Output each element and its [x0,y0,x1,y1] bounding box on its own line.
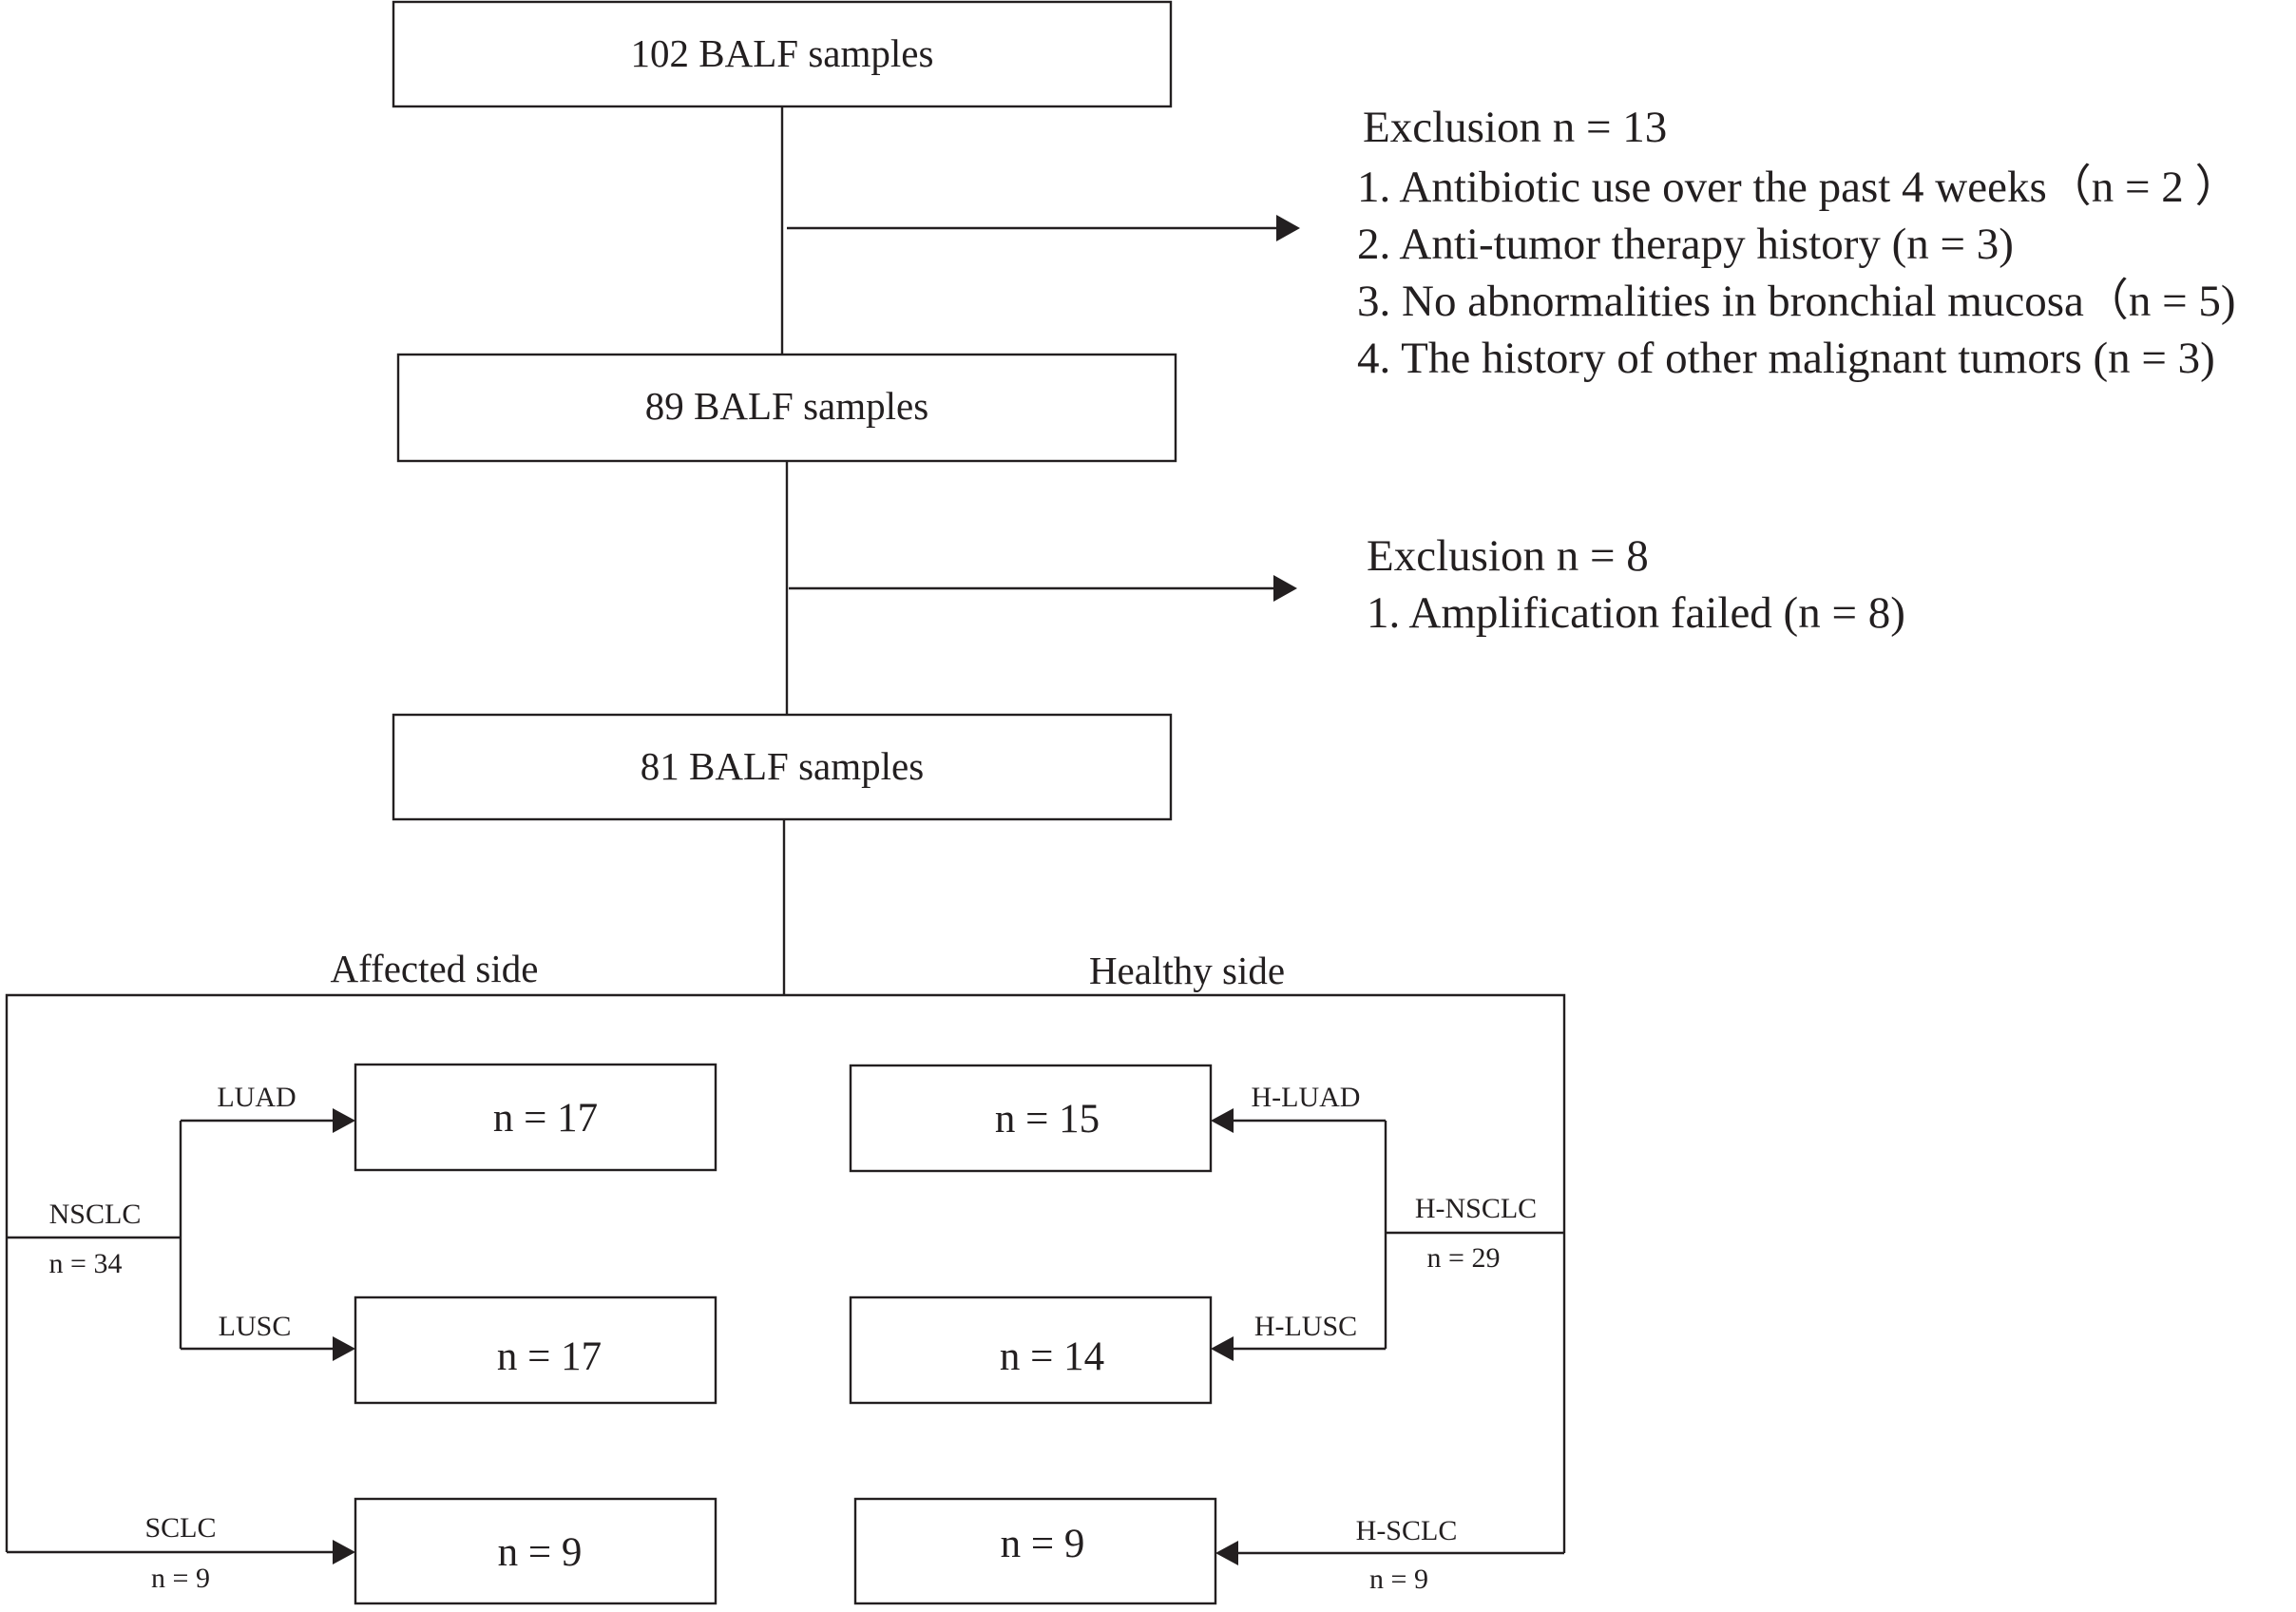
exclusion1-item-4: 4. The history of other malignant tumors… [1357,334,2215,383]
healthy-luad-label: H-LUAD [1252,1082,1361,1113]
affected-sclc-count: n = 9 [498,1530,583,1575]
exclusion1-item-3: 3. No abnormalities in bronchial mucosa（… [1357,277,2236,326]
healthy-sclc-label: H-SCLC [1356,1515,1458,1546]
healthy-sclc-arrowhead [1215,1541,1238,1565]
split-frame [5,993,1566,1553]
affected-sclc-label-count: n = 9 [151,1563,210,1594]
healthy-nsclc-count: n = 29 [1427,1242,1501,1274]
exclusion2-title: Exclusion n = 8 [1367,531,1649,581]
affected-sclc-label: SCLC [144,1512,216,1544]
affected-nsclc-count: n = 34 [49,1248,123,1279]
affected-lusc-count: n = 17 [497,1334,602,1379]
affected-luad-label: LUAD [217,1082,296,1113]
exclusion1-arrowhead [1276,215,1300,241]
exclusion1-item-2: 2. Anti-tumor therapy history (n = 3) [1357,220,2014,269]
box-81-label: 81 BALF samples [641,744,924,788]
healthy-lusc-arrowhead [1211,1336,1234,1361]
affected-luad-arrowhead [333,1108,355,1133]
exclusion2-arrowhead [1273,575,1297,602]
healthy-lusc-label: H-LUSC [1254,1311,1357,1342]
box-89-label: 89 BALF samples [645,384,928,428]
exclusion1-title: Exclusion n = 13 [1363,103,1667,152]
affected-nsclc-label: NSCLC [49,1199,142,1230]
healthy-nsclc-label: H-NSCLC [1415,1193,1537,1224]
affected-lusc-arrowhead [333,1336,355,1361]
healthy-lusc-box [849,1295,1213,1405]
box-102-label: 102 BALF samples [631,31,934,75]
affected-sclc-box [354,1497,718,1605]
healthy-side-label: Healthy side [1089,949,1285,992]
affected-luad-count: n = 17 [493,1096,598,1141]
affected-side-label: Affected side [331,947,539,990]
affected-lusc-box [354,1295,718,1405]
healthy-luad-count: n = 15 [995,1097,1100,1142]
box-102-samples [392,0,1173,108]
affected-luad-box [354,1063,718,1172]
exclusion1-item-1: 1. Antibiotic use over the past 4 weeks（… [1357,163,2240,212]
healthy-luad-box [849,1064,1213,1173]
healthy-sclc-label-count: n = 9 [1369,1564,1428,1595]
exclusion2-item-1: 1. Amplification failed (n = 8) [1367,588,1905,638]
affected-sclc-arrowhead [333,1540,355,1564]
box-89-samples [396,353,1177,463]
healthy-sclc-count: n = 9 [1001,1522,1085,1566]
healthy-sclc-box [853,1497,1217,1605]
healthy-lusc-count: n = 14 [1000,1334,1104,1379]
box-81-samples [392,713,1173,821]
affected-lusc-label: LUSC [219,1311,292,1342]
healthy-luad-arrowhead [1211,1108,1234,1133]
